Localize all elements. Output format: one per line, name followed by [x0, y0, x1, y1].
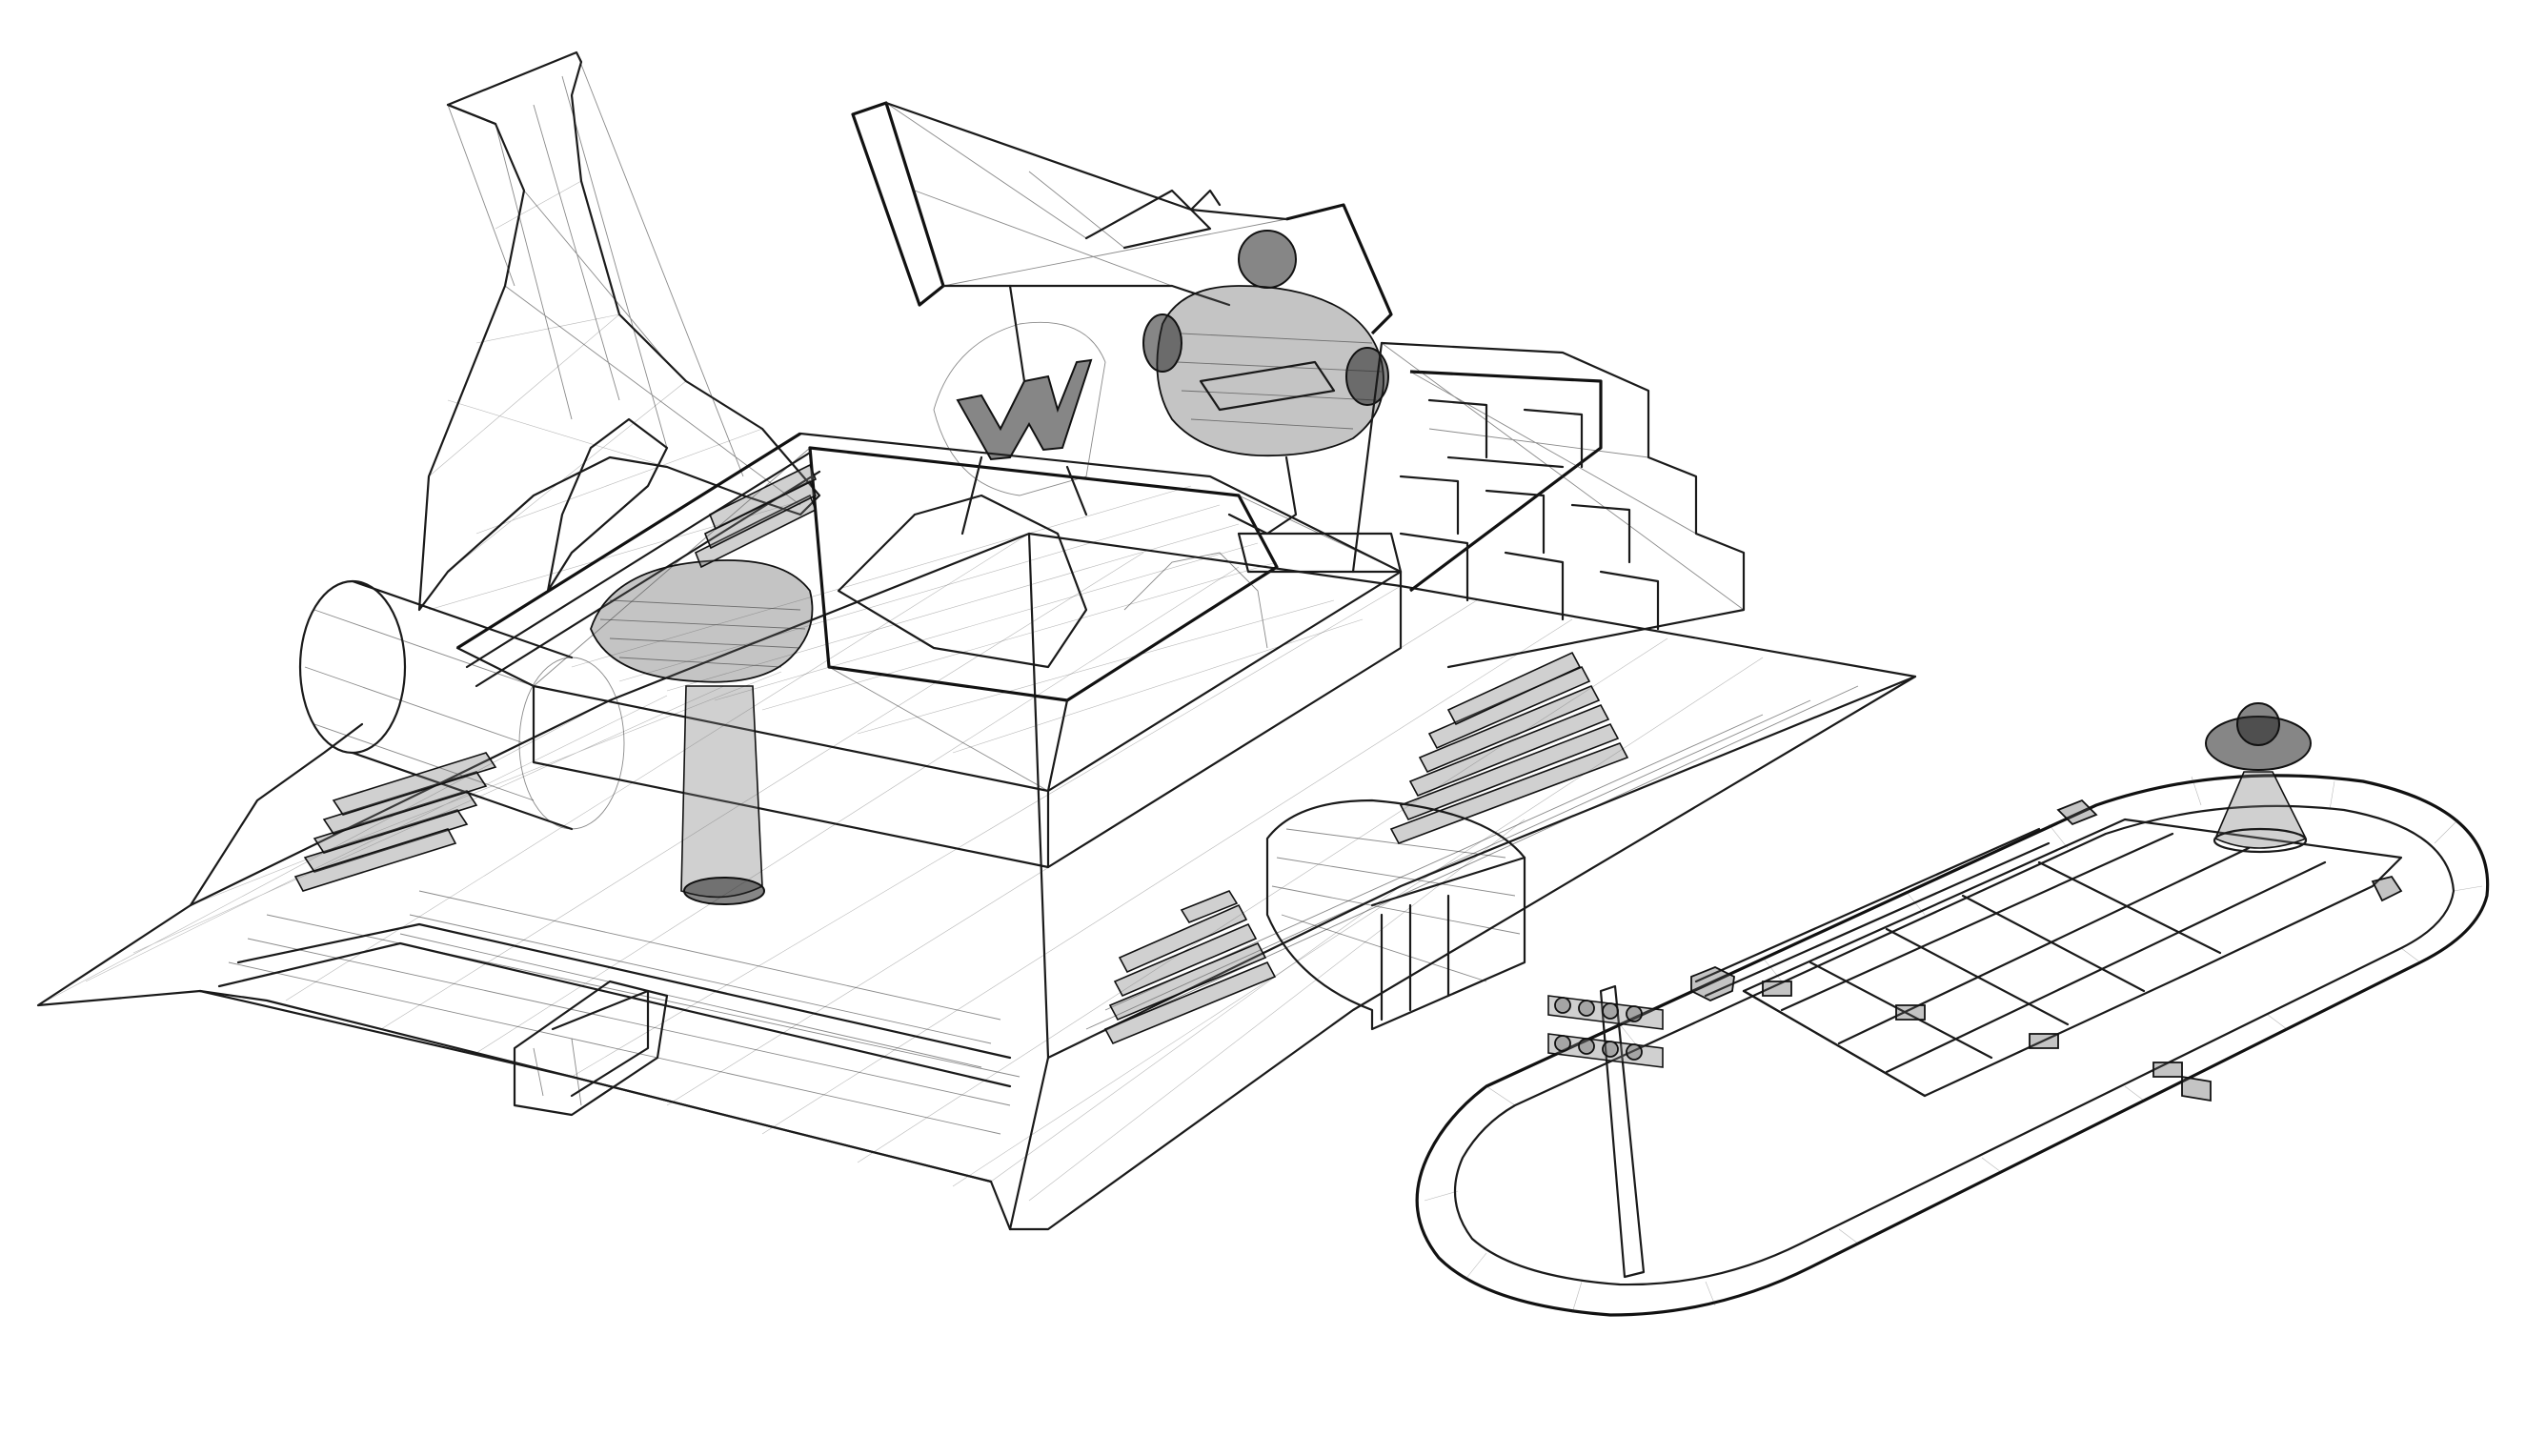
- tube-bank-right: [1103, 651, 1629, 1045]
- front-block: [513, 980, 669, 1117]
- left-cylinder: [298, 579, 625, 831]
- dark-pod: [590, 559, 814, 905]
- signal-post: [1547, 984, 1664, 1279]
- main-structure: [36, 51, 1917, 1231]
- sphere-cluster: [1142, 230, 1389, 536]
- tube-bank-left: [293, 463, 818, 892]
- central-deck: [455, 432, 1403, 869]
- lamp-object: [2205, 702, 2312, 854]
- base-platform: [36, 532, 1917, 1231]
- stepped-scaffold: [1237, 341, 1746, 669]
- chevron-mark: [933, 284, 1106, 536]
- oval-track: [1415, 702, 2490, 1317]
- front-arch: [1265, 799, 1526, 1031]
- upper-wing: [851, 101, 1393, 335]
